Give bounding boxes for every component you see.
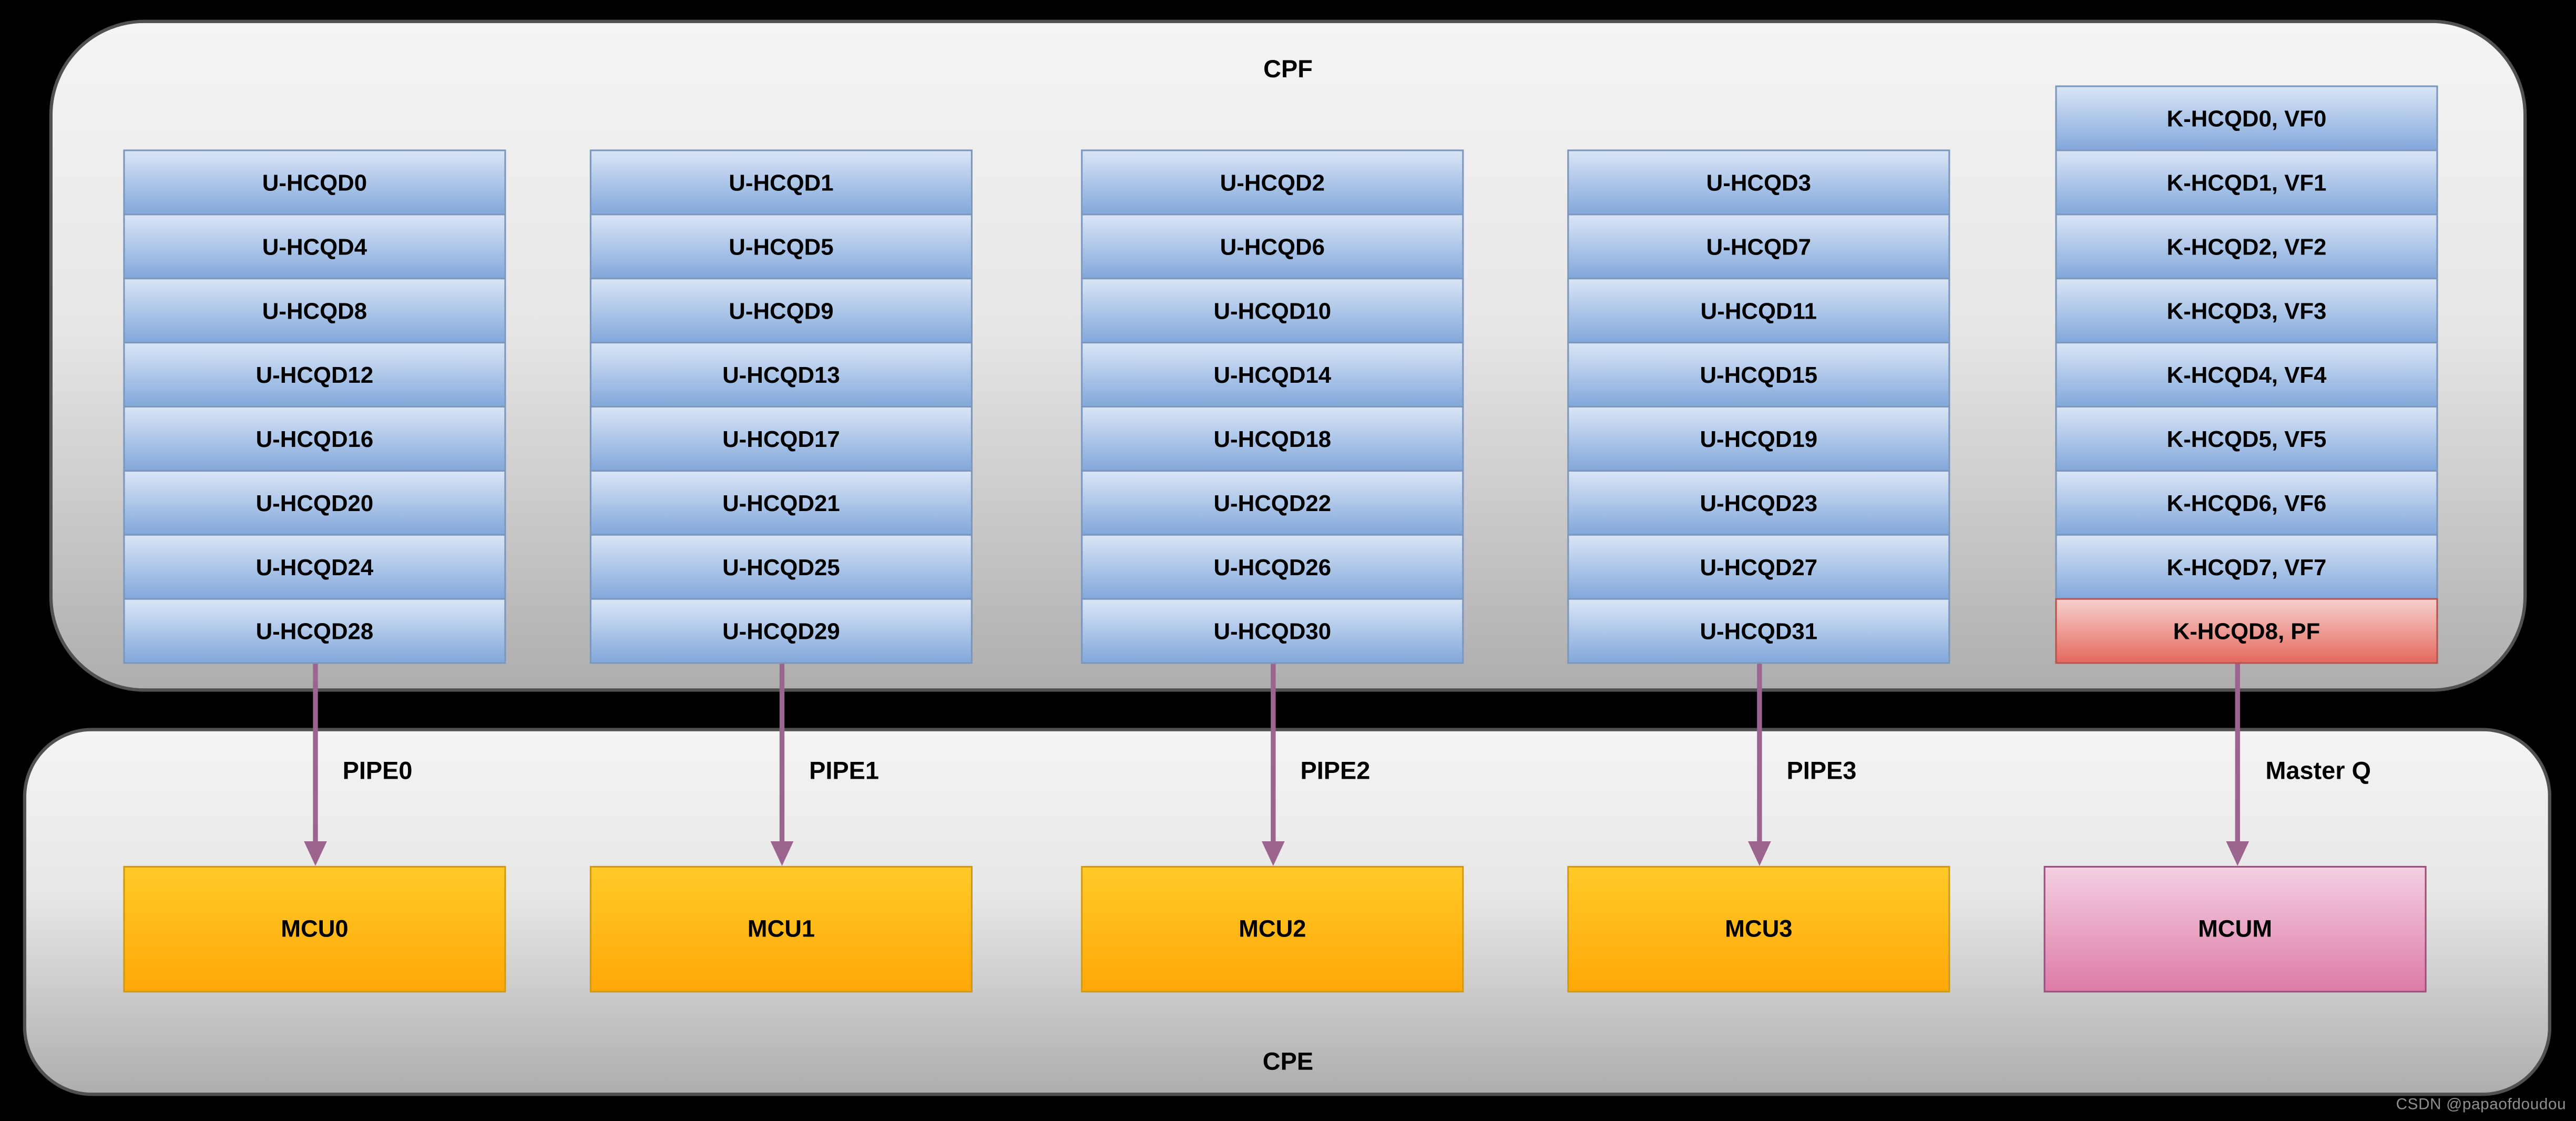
queue-block: U-HCQD6: [1081, 213, 1464, 280]
pipe-label: PIPE1: [809, 757, 879, 786]
queue-block: U-HCQD4: [123, 213, 506, 280]
queue-block: U-HCQD1: [589, 149, 973, 216]
arrow-shaft: [779, 664, 784, 845]
queue-block: U-HCQD14: [1081, 342, 1464, 407]
cpe-label: CPE: [1262, 1048, 1314, 1076]
queue-block: K-HCQD4, VF4: [2055, 342, 2438, 407]
queue-block: U-HCQD21: [589, 470, 973, 536]
queue-block: U-HCQD20: [123, 470, 506, 536]
pipe-arrow: [1261, 664, 1284, 866]
watermark: CSDN @papaofdoudou: [2396, 1096, 2567, 1114]
queue-block: U-HCQD23: [1567, 470, 1950, 536]
queue-block: U-HCQD22: [1081, 470, 1464, 536]
queue-block: U-HCQD3: [1567, 149, 1950, 216]
queue-block: K-HCQD3, VF3: [2055, 278, 2438, 344]
queue-block: U-HCQD27: [1567, 534, 1950, 600]
queue-block: U-HCQD28: [123, 598, 506, 664]
queue-block: U-HCQD16: [123, 405, 506, 472]
queue-block: K-HCQD6, VF6: [2055, 470, 2438, 536]
pipe-arrow: [303, 664, 326, 866]
queue-block: U-HCQD10: [1081, 278, 1464, 344]
arrow-head-icon: [770, 841, 793, 866]
queue-block: K-HCQD2, VF2: [2055, 213, 2438, 280]
queue-block: U-HCQD24: [123, 534, 506, 600]
queue-block: U-HCQD29: [589, 598, 973, 664]
queue-block: K-HCQD1, VF1: [2055, 149, 2438, 216]
arrow-head-icon: [1747, 841, 1771, 866]
queue-block: U-HCQD15: [1567, 342, 1950, 407]
queue-block: U-HCQD12: [123, 342, 506, 407]
queue-block: U-HCQD25: [589, 534, 973, 600]
arrow-head-icon: [303, 841, 326, 866]
queue-block: U-HCQD26: [1081, 534, 1464, 600]
queue-block: U-HCQD8: [123, 278, 506, 344]
pipe-label: PIPE2: [1300, 757, 1371, 786]
cpf-label: CPF: [1263, 56, 1313, 84]
queue-block: U-HCQD31: [1567, 598, 1950, 664]
mcu-block-mcu2: MCU2: [1081, 865, 1464, 993]
queue-block: U-HCQD2: [1081, 149, 1464, 216]
mcu-block-mcum: MCUM: [2043, 865, 2427, 993]
pipe-label: Master Q: [2265, 757, 2371, 786]
queue-block: K-HCQD5, VF5: [2055, 405, 2438, 472]
arrow-head-icon: [2226, 841, 2250, 866]
queue-block: U-HCQD0: [123, 149, 506, 216]
queue-block: U-HCQD9: [589, 278, 973, 344]
mcu-block-mcu3: MCU3: [1567, 865, 1950, 993]
mcu-block-mcu0: MCU0: [123, 865, 506, 993]
pipe-arrow: [1747, 664, 1771, 866]
arrow-shaft: [1756, 664, 1761, 845]
queue-block: K-HCQD0, VF0: [2055, 85, 2438, 151]
arrow-shaft: [2235, 664, 2240, 845]
queue-block: U-HCQD18: [1081, 405, 1464, 472]
pipe-label: PIPE0: [342, 757, 413, 786]
queue-block: U-HCQD5: [589, 213, 973, 280]
queue-block: U-HCQD13: [589, 342, 973, 407]
pipe-label: PIPE3: [1786, 757, 1857, 786]
queue-block: K-HCQD8, PF: [2055, 598, 2438, 664]
arrow-head-icon: [1261, 841, 1284, 866]
pipe-arrow: [770, 664, 793, 866]
queue-block: U-HCQD19: [1567, 405, 1950, 472]
mcu-block-mcu1: MCU1: [589, 865, 973, 993]
queue-block: K-HCQD7, VF7: [2055, 534, 2438, 600]
queue-block: U-HCQD30: [1081, 598, 1464, 664]
arrow-shaft: [1270, 664, 1275, 845]
queue-block: U-HCQD11: [1567, 278, 1950, 344]
arrow-shaft: [312, 664, 318, 845]
queue-block: U-HCQD17: [589, 405, 973, 472]
queue-block: U-HCQD7: [1567, 213, 1950, 280]
pipe-arrow: [2226, 664, 2250, 866]
